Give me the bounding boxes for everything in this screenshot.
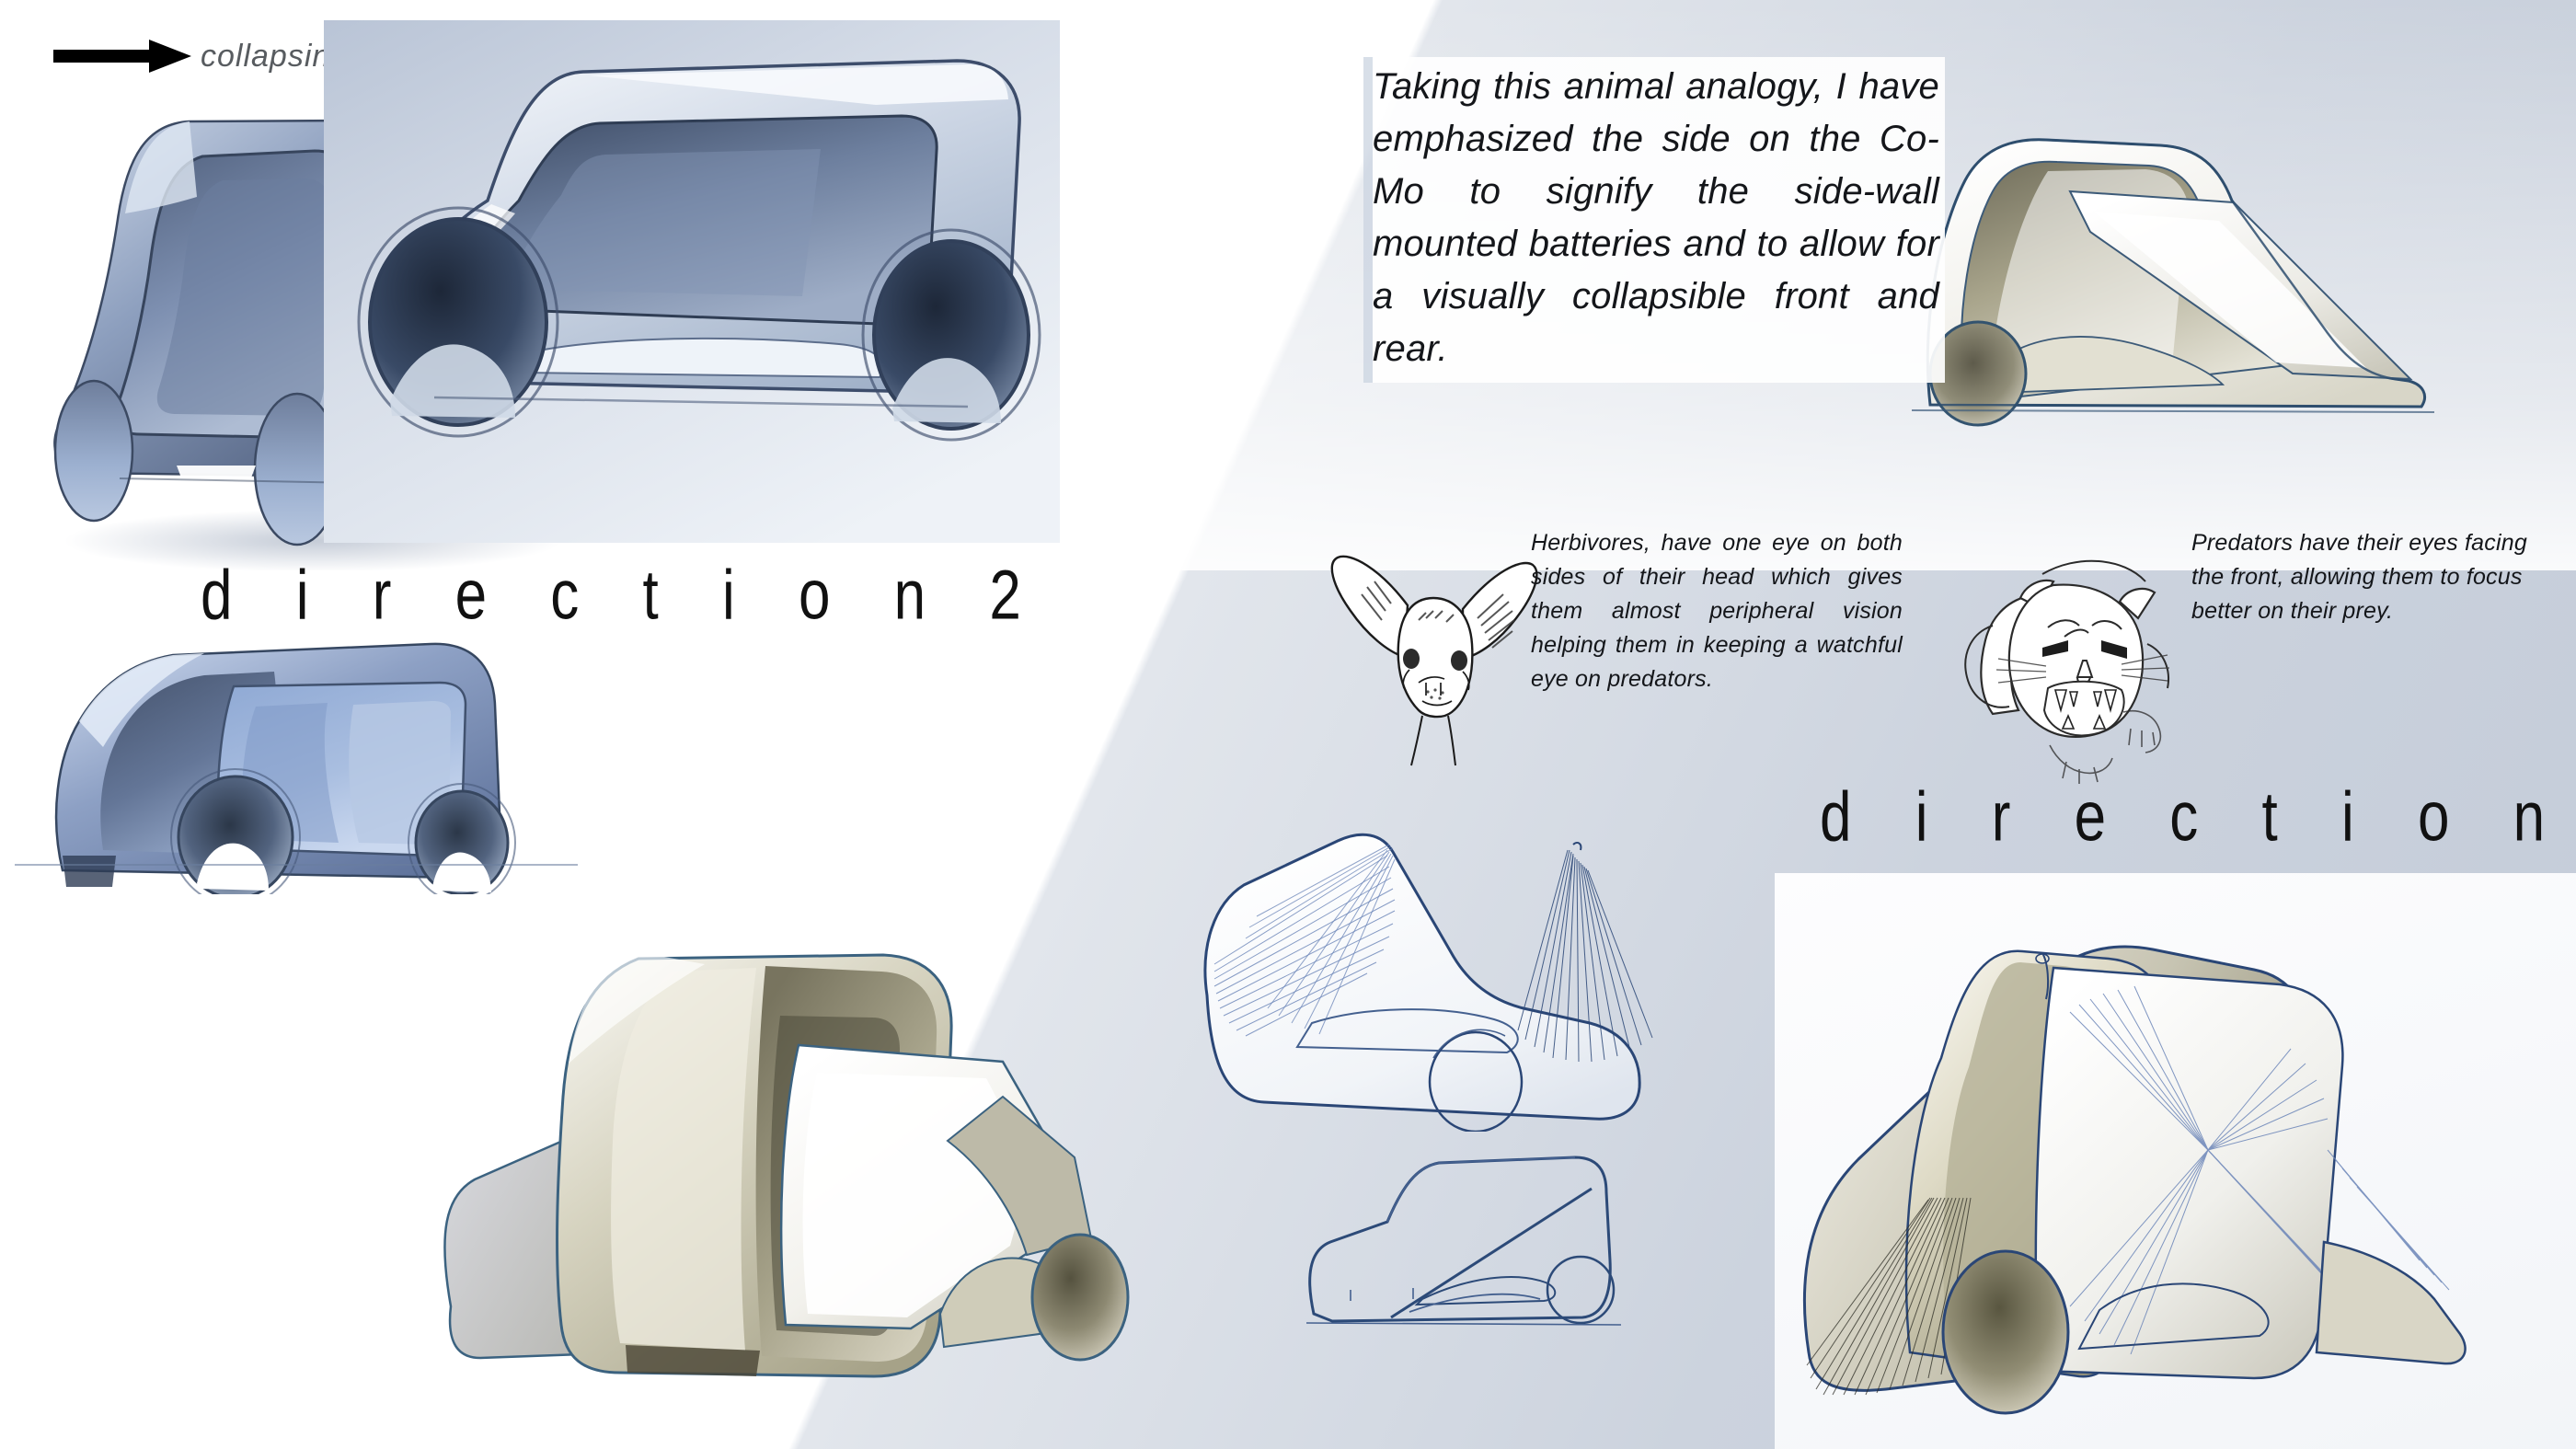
car-wireframe-three-quarter-sketch: [1203, 833, 1653, 1132]
cat-teeth: [2053, 689, 2118, 730]
rear-fan-hatch: [1806, 1197, 1972, 1396]
car-hero-rear-render: [1803, 945, 2467, 1415]
direction-2-title: d i r e c t i o n 2: [201, 557, 1045, 635]
snarling-big-cat-illustration: [1964, 559, 2170, 784]
car-hero-front-render: [443, 953, 1130, 1378]
cat-whiskers: [1995, 654, 2170, 684]
car-side-profile-render: [324, 20, 1060, 543]
predator-caption: Predators have their eyes facing the fro…: [2191, 530, 2527, 624]
car-outline-side-sketch: [1305, 1156, 1622, 1326]
direction-3-title: d i r e c t i o n 3: [1820, 778, 2576, 857]
wireframe-hatch-fan: [1245, 844, 1396, 1035]
gazelle-head-illustration: [1330, 555, 1538, 766]
car-front-three-quarter-render: [15, 642, 578, 894]
car-wedge-side-render: [1911, 138, 2435, 427]
collapsing-label: collapsing: [201, 38, 350, 74]
cat-paw: [2049, 710, 2162, 784]
rear-wireframe-hatch: [2069, 985, 2450, 1355]
wireframe-hatch-rear: [1517, 849, 1653, 1063]
herbivore-caption: Herbivores, have one eye on both sides o…: [1531, 530, 1903, 692]
intro-paragraph: Taking this animal analogy, I have empha…: [1363, 57, 1945, 383]
arrow-right-icon: [53, 40, 191, 73]
gazelle-ear-shading: [1361, 581, 1515, 649]
wireframe-hatch-left: [1213, 855, 1396, 1037]
gazelle-muzzle-dots: [1426, 688, 1444, 700]
